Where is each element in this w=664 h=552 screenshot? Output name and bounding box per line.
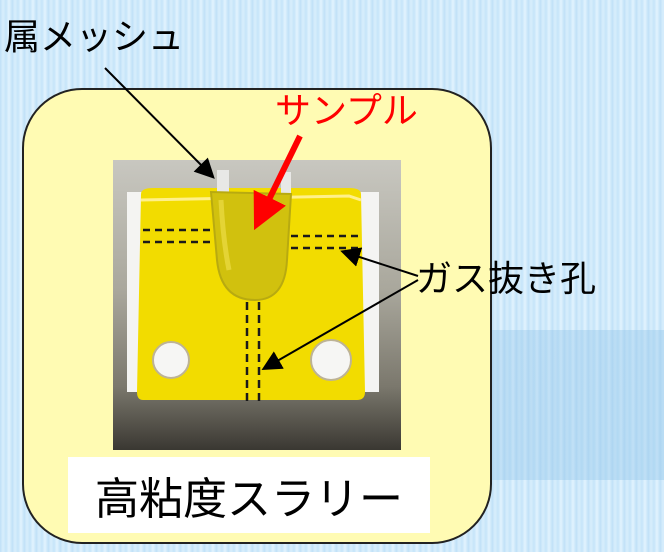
metal-mesh-label: 属メッシュ [4,17,185,58]
hole-right [310,339,352,381]
sample-arrow [253,134,303,231]
slurry-caption: 高粘度スラリー [95,474,403,525]
sample-holder-drawing [127,170,379,404]
vent-arrow-upper [340,247,419,277]
right-white-edge [359,192,379,392]
hole-left [152,341,190,379]
vent-holes-label: ガス抜き孔 [416,259,597,300]
caption-box [68,457,430,533]
mesh-arrow [104,67,215,179]
sample-label: サンプル [275,91,418,132]
block-highlight [140,194,362,202]
vent-arrow-lower [261,279,419,370]
mesh-tab-right [281,172,291,202]
